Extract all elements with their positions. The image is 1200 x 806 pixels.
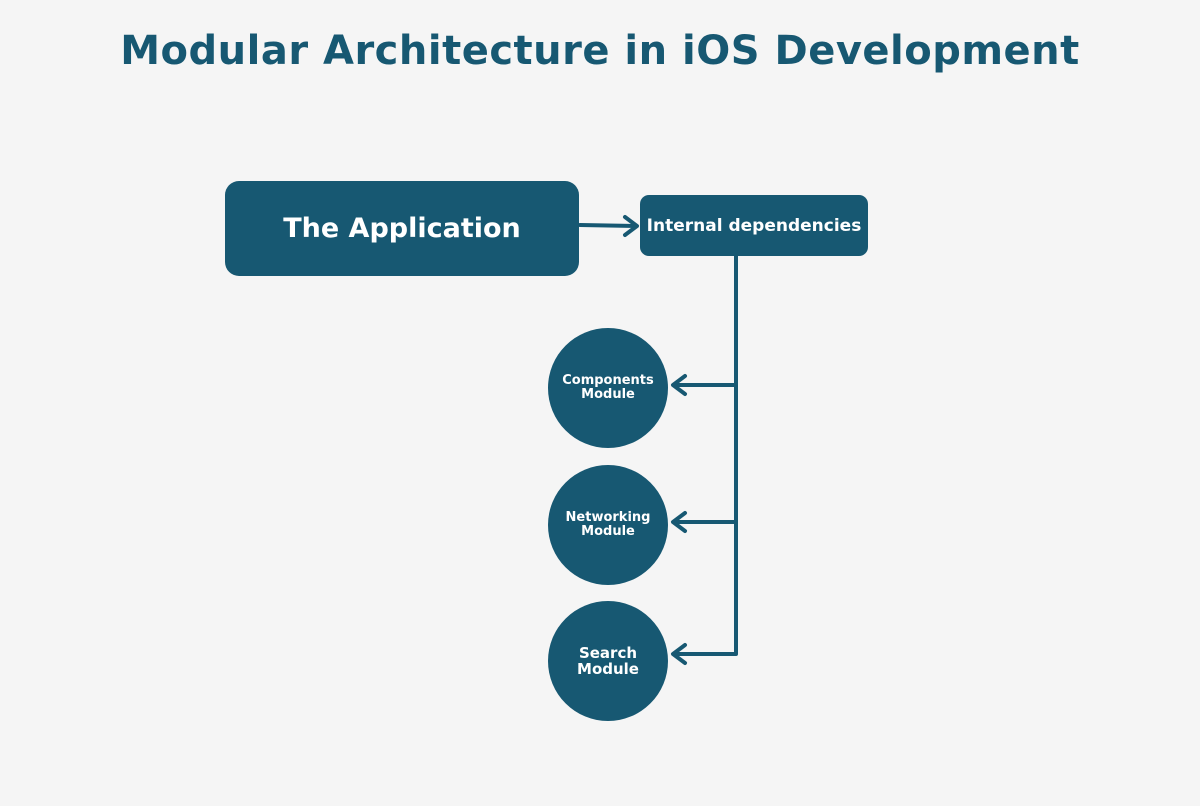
- arrow-to-components-module: [671, 374, 738, 396]
- arrow-to-networking-module: [671, 511, 738, 533]
- search-module-label: Search Module: [577, 644, 639, 678]
- diagram-title: Modular Architecture in iOS Development: [120, 28, 1080, 74]
- application-label: The Application: [283, 213, 521, 244]
- arrow-app-to-dependencies: [578, 215, 639, 237]
- networking-module-node: Networking Module: [548, 465, 668, 585]
- networking-module-label: Networking Module: [565, 510, 651, 539]
- search-module-node: Search Module: [548, 601, 668, 721]
- internal-dependencies-box: Internal dependencies: [640, 195, 868, 256]
- application-box: The Application: [225, 181, 579, 276]
- internal-dependencies-label: Internal dependencies: [646, 215, 862, 236]
- arrow-to-search-module: [671, 643, 738, 665]
- components-module-node: Components Module: [548, 328, 668, 448]
- components-module-label: Components Module: [562, 373, 654, 402]
